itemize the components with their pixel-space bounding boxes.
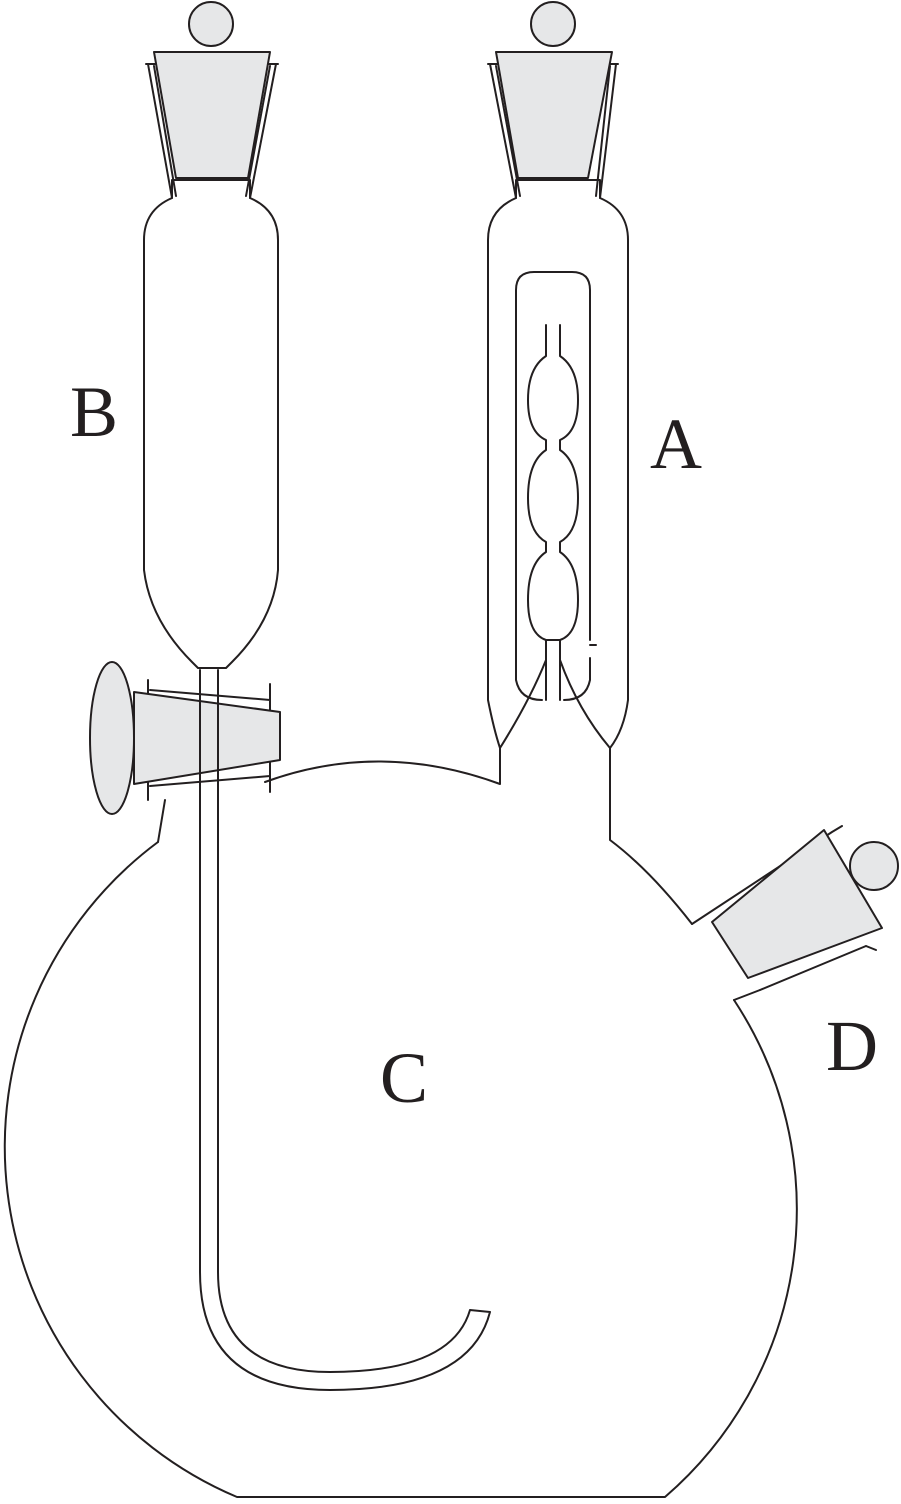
condenser-stopper [495,51,613,179]
condenser-bulbs [527,324,579,701]
label-c: C [380,1038,428,1118]
side-neck-stopper-knob [849,841,899,891]
funnel-stopper [153,51,271,179]
flask-left-neck [157,799,166,843]
label-a: A [650,404,702,484]
side-neck-socket [691,825,877,991]
condenser-outer-jacket [487,179,629,749]
funnel-socket [145,63,279,199]
condenser-inner-chamber [515,271,591,701]
stopcock-handle [89,661,135,815]
label-b: B [70,372,118,452]
flask-shoulder-top [264,747,501,785]
condenser-stopper-knob [530,1,576,47]
funnel-stem-tube [199,669,491,1391]
condenser-socket [487,63,619,199]
funnel-stopper-knob [188,1,234,47]
stopcock-plug [133,691,281,785]
label-d: D [826,1006,878,1086]
stopcock-barrel [147,679,271,801]
flask-shoulder-right [609,747,693,925]
flask-side-neck-lower [733,989,761,1001]
side-neck-stopper [711,829,883,979]
flask-body [3,841,798,1498]
funnel-body [143,179,279,669]
